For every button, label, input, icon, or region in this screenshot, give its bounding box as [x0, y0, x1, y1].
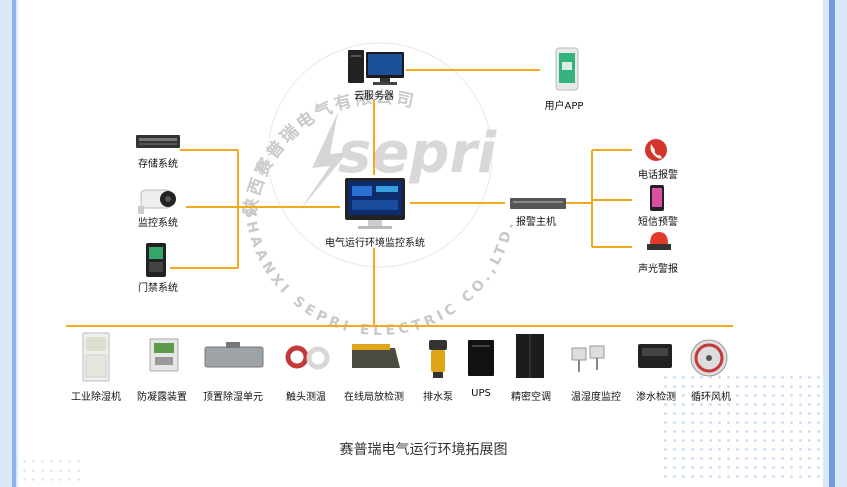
monitor-icon [345, 178, 405, 229]
device-label: 顶置除湿单元 [203, 392, 263, 403]
left-frame [0, 0, 18, 487]
ups-icon [468, 340, 494, 376]
precision-ac-icon [516, 334, 544, 378]
dot-pattern-left [20, 457, 80, 487]
alarm-host-label: 报警主机 [516, 217, 556, 228]
phone-alarm-icon [645, 139, 667, 161]
dehumidifier-icon [82, 332, 110, 382]
cloud-server-label: 云服务器 [354, 91, 394, 102]
storage-label: 存储系统 [138, 159, 178, 170]
device-label: UPS [471, 388, 491, 399]
user-app-label: 用户APP [544, 101, 584, 112]
cloud-server-icon [348, 50, 404, 85]
sms-alarm-icon [650, 185, 664, 211]
sms-alarm-label: 短信预警 [638, 217, 678, 228]
lightning-icon [300, 112, 348, 210]
phone-icon [555, 47, 579, 91]
watermark-logo: sepri [338, 121, 497, 186]
monitoring-label: 监控系统 [138, 218, 178, 229]
device-label: 工业除湿机 [71, 392, 121, 403]
access-control-label: 门禁系统 [138, 283, 178, 294]
device-label: 渗水检测 [636, 392, 676, 403]
phone-alarm-label: 电话报警 [638, 170, 678, 181]
roof-dehumidifier-icon [204, 342, 264, 368]
device-icons [82, 332, 728, 382]
sound-light-alarm-label: 声光警报 [638, 264, 678, 275]
water-leak-icon [638, 344, 672, 368]
right-frame [823, 0, 847, 487]
device-label: 在线局放检测 [344, 392, 404, 403]
temperature-ring-icon [285, 345, 330, 370]
device-label: 排水泵 [423, 392, 453, 403]
camera-icon [138, 189, 176, 214]
anti-condensation-icon [149, 338, 179, 372]
fan-icon [690, 339, 728, 377]
device-label: 防凝露装置 [137, 392, 187, 403]
dot-pattern [661, 373, 821, 483]
central-system-label: 电气运行环境监控系统 [325, 238, 425, 249]
device-label: 温湿度监控 [571, 392, 621, 403]
connector-lines [66, 69, 733, 327]
siren-icon [647, 232, 671, 250]
partial-discharge-icon [352, 344, 400, 368]
storage-icon [136, 135, 180, 148]
figure-caption: 赛普瑞电气运行环境拓展图 [339, 442, 508, 458]
alarm-host-icon [510, 198, 566, 209]
drain-pump-icon [429, 340, 447, 378]
device-label: 精密空调 [511, 392, 551, 403]
device-label: 触头测温 [286, 392, 326, 403]
access-control-icon [146, 243, 166, 277]
humidity-sensor-icon [571, 345, 605, 372]
device-label: 循环风机 [691, 392, 731, 403]
